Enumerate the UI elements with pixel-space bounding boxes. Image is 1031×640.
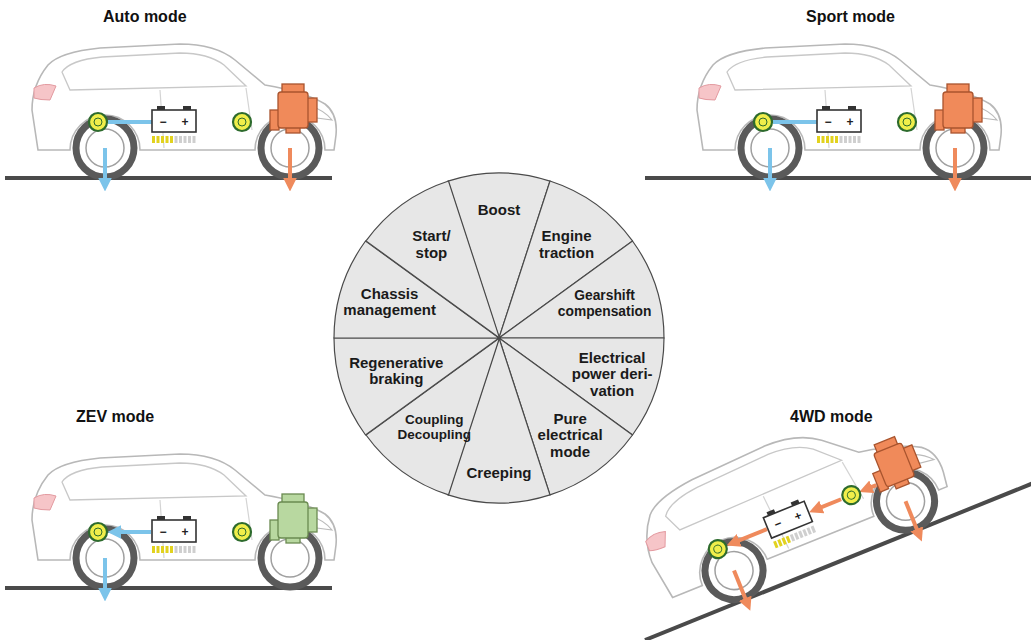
segment-label: Coupling Decoupling [385, 412, 483, 442]
segment-label: Engine traction [526, 228, 608, 262]
battery-terminal-sign: − [772, 517, 783, 531]
segment-label: Start/ stop [400, 228, 462, 262]
wedge-outline [499, 241, 664, 338]
battery-terminal-sign: + [793, 509, 804, 523]
battery-terminal-sign: + [181, 116, 188, 128]
mode-title: Sport mode [806, 8, 895, 26]
segment-label: Gearshift compensation [549, 288, 661, 319]
segment-label: Boost [469, 202, 529, 219]
segment-label: Pure electrical mode [526, 411, 614, 461]
wedge-outline [334, 338, 499, 435]
mode-title: 4WD mode [790, 408, 873, 426]
segment-label: Creeping [457, 465, 541, 482]
car-4wd [627, 388, 962, 634]
segment-label: Regenerative braking [340, 355, 452, 389]
ground-line [645, 176, 1031, 180]
mode-title: ZEV mode [76, 408, 154, 426]
battery-terminal-sign: + [846, 116, 853, 128]
battery-terminal-sign: − [159, 526, 166, 538]
segment-label: Electrical power deri- vation [564, 350, 660, 400]
mode-title: Auto mode [103, 8, 187, 26]
battery-terminal-sign: − [824, 116, 831, 128]
battery-terminal-sign: − [159, 116, 166, 128]
wedge-outline [366, 181, 499, 338]
car-zev [32, 454, 336, 596]
car-auto [32, 44, 336, 186]
battery-terminal-sign: + [181, 526, 188, 538]
car-sport [697, 44, 1001, 186]
segment-label: Chassis management [334, 286, 446, 320]
